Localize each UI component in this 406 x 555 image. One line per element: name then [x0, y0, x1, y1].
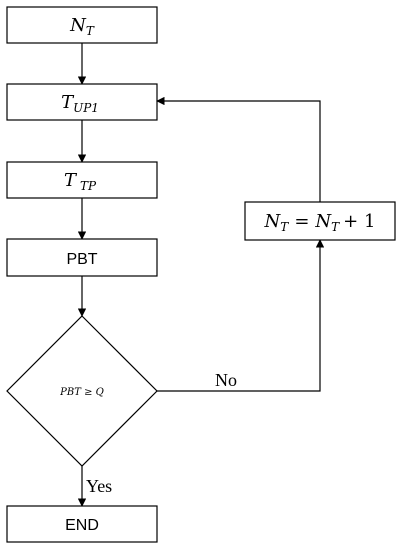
node-pbt-label: PBT [66, 251, 97, 268]
edge-decision-to-increment [157, 239, 325, 392]
node-tup1-label: TUP1 [61, 92, 99, 115]
node-pbt: PBT [6, 238, 158, 277]
node-decision-label: PBT ≥ Q [59, 387, 104, 398]
node-decision: PBT ≥ Q [6, 315, 158, 467]
node-end: END [6, 505, 158, 543]
edge-no-label: No [215, 370, 237, 390]
node-nt-label: NT [69, 15, 95, 38]
node-end-label: END [65, 517, 99, 534]
edge-yes-label: Yes [86, 476, 112, 496]
edge-increment-to-tup1 [156, 96, 321, 202]
node-increment-label: NT=NT+ 1 [264, 211, 376, 234]
node-increment: NT=NT+ 1 [244, 201, 396, 241]
node-tup1: TUP1 [6, 83, 158, 121]
node-nt: NT [6, 6, 158, 44]
